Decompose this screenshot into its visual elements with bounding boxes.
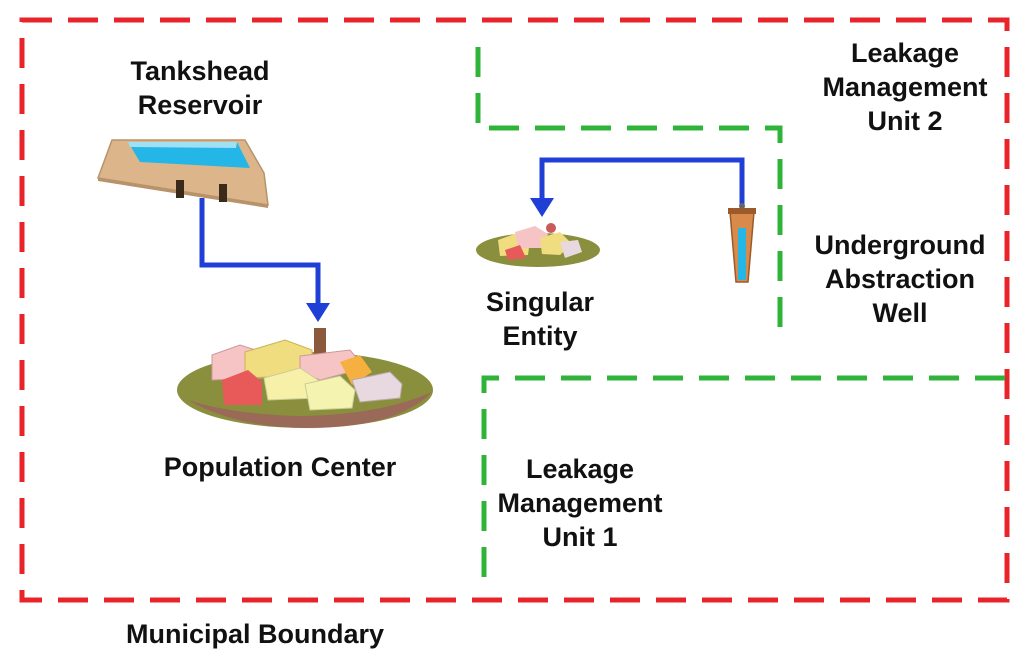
pipe-reservoir-to-town: [199, 198, 321, 305]
lmu1-label-line: Unit 1: [542, 522, 618, 552]
settlement-icon: [476, 223, 600, 267]
well-label-line: Well: [872, 298, 928, 328]
lmu2-label-line: Leakage: [850, 38, 960, 68]
lmu2-label: Leakage Management Unit 2: [795, 36, 1015, 138]
lmu1-label-line: Management: [497, 488, 663, 518]
arrowhead-town: [306, 303, 330, 322]
lmu2-boundary: [475, 47, 783, 330]
well-icon: [728, 203, 756, 283]
lmu1-boundary: [481, 375, 1005, 580]
tankshead-reservoir-label: Tankshead Reservoir: [100, 54, 300, 122]
municipal-boundary-label: Municipal Boundary: [125, 619, 385, 649]
underground-abstraction-well-label: Underground Abstraction Well: [790, 228, 1010, 330]
tankshead-reservoir-label-line: Reservoir: [137, 90, 263, 120]
lmu1-label: Leakage Management Unit 1: [475, 452, 685, 554]
well-label-line: Underground: [814, 230, 986, 260]
town-icon: [177, 328, 433, 429]
lmu2-label-line: Management: [822, 72, 988, 102]
population-center-label: Population Center: [163, 452, 397, 482]
singular-entity-label: Singular Entity: [455, 285, 625, 353]
arrowhead-entity: [530, 198, 554, 217]
well-label-line: Abstraction: [824, 264, 976, 294]
tankshead-reservoir-label-line: Tankshead: [130, 56, 270, 86]
reservoir-icon: [96, 139, 269, 208]
lmu1-label-line: Leakage: [525, 454, 635, 484]
lmu2-label-line: Unit 2: [867, 106, 943, 136]
singular-entity-label-line: Entity: [502, 321, 578, 351]
singular-entity-label-line: Singular: [485, 287, 594, 317]
